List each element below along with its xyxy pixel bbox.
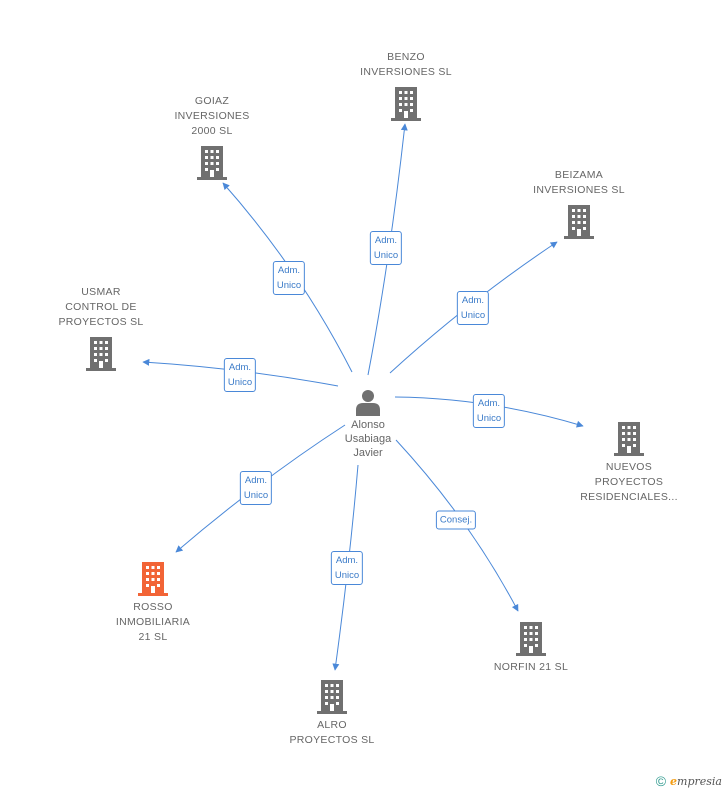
- company-node-benzo[interactable]: BENZO INVERSIONES SL: [336, 50, 476, 122]
- edge-label-rosso[interactable]: Adm. Unico: [239, 471, 273, 505]
- company-node-usmar[interactable]: USMAR CONTROL DE PROYECTOS SL: [31, 285, 171, 372]
- company-name: NORFIN 21 SL: [493, 661, 569, 673]
- company-name: BENZO INVERSIONES SL: [360, 51, 452, 78]
- building-icon: [86, 337, 116, 371]
- company-name: BEIZAMA INVERSIONES SL: [533, 169, 625, 196]
- edge-label-nuevos[interactable]: Adm. Unico: [472, 394, 506, 428]
- company-node-alro[interactable]: ALRO PROYECTOS SL: [262, 679, 402, 748]
- company-name: ALRO PROYECTOS SL: [289, 719, 375, 746]
- company-node-beizama[interactable]: BEIZAMA INVERSIONES SL: [509, 168, 649, 240]
- company-name: USMAR CONTROL DE PROYECTOS SL: [58, 286, 144, 328]
- building-icon: [138, 562, 168, 596]
- edge-label-alro[interactable]: Adm. Unico: [330, 551, 364, 585]
- person-icon: [356, 390, 380, 416]
- building-icon: [317, 680, 347, 714]
- building-icon: [614, 422, 644, 456]
- building-icon: [516, 622, 546, 656]
- building-icon: [197, 146, 227, 180]
- edge-label-beizama[interactable]: Adm. Unico: [456, 291, 490, 325]
- empresia-logo[interactable]: empresia: [670, 774, 722, 788]
- company-node-goiaz[interactable]: GOIAZ INVERSIONES 2000 SL: [142, 94, 282, 181]
- person-node[interactable]: Alonso Usabiaga Javier: [328, 388, 408, 460]
- footer-brand: © empresia: [656, 773, 722, 789]
- copyright-icon: ©: [655, 773, 667, 789]
- company-name: NUEVOS PROYECTOS RESIDENCIALES...: [580, 461, 678, 503]
- company-name: GOIAZ INVERSIONES 2000 SL: [174, 95, 250, 137]
- edge-label-goiaz[interactable]: Adm. Unico: [272, 261, 306, 295]
- company-name: ROSSO INMOBILIARIA 21 SL: [115, 601, 191, 643]
- building-icon: [564, 205, 594, 239]
- edge-label-norfin[interactable]: Consej.: [435, 510, 477, 530]
- person-name: Alonso Usabiaga Javier: [344, 419, 392, 459]
- building-icon: [391, 87, 421, 121]
- company-node-norfin[interactable]: NORFIN 21 SL: [461, 621, 601, 675]
- company-node-rosso[interactable]: ROSSO INMOBILIARIA 21 SL: [83, 561, 223, 645]
- edge-label-usmar[interactable]: Adm. Unico: [223, 358, 257, 392]
- edge-label-benzo[interactable]: Adm. Unico: [369, 231, 403, 265]
- company-node-nuevos[interactable]: NUEVOS PROYECTOS RESIDENCIALES...: [559, 421, 699, 505]
